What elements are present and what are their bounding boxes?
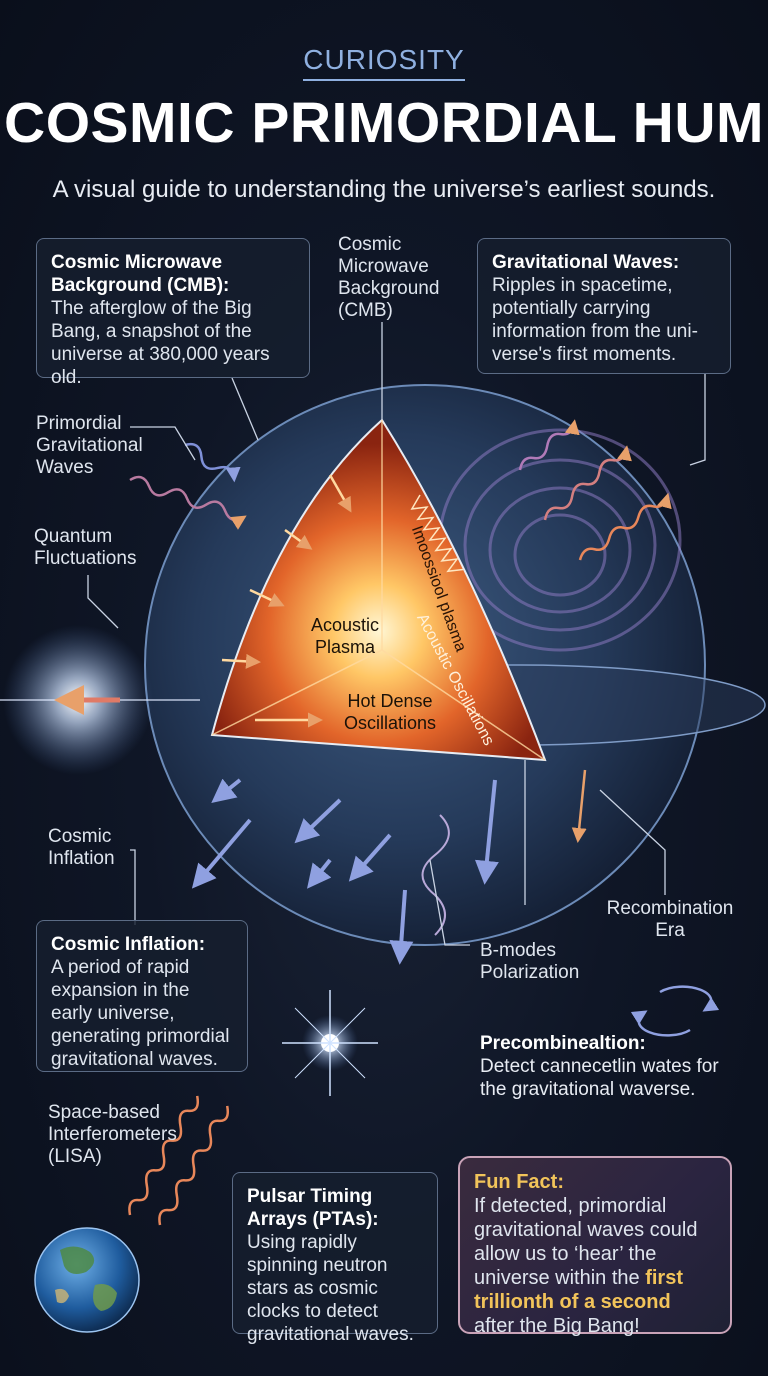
cmb-box: Cosmic Microwave Background (CMB): The a…: [36, 238, 310, 388]
pta-text: Using rapidly spinning neutron stars as …: [247, 1232, 414, 1345]
kicker-label: CURIOSITY: [0, 44, 768, 81]
grav-waves-text: Ripples in spacetime, potentially carryi…: [492, 275, 698, 365]
fun-fact-text-before: If detected, primordial gravitational wa…: [474, 1195, 698, 1289]
cutaway-core: [210, 418, 547, 762]
fun-fact-box: Fun Fact: If detected, primordial gravit…: [458, 1156, 732, 1337]
pta-heading: Pulsar Timing Arrays (PTAs):: [247, 1186, 379, 1230]
label-cmb: Cosmic Microwave Background (CMB): [338, 234, 440, 321]
earth-globe: [34, 1227, 140, 1333]
label-bmodes: B-modes Polarization: [480, 940, 580, 983]
cmb-text: The afterglow of the Big Bang, a snapsho…: [51, 298, 270, 388]
label-inflation: Cosmic Inflation: [48, 826, 115, 869]
grav-waves-heading: Gravitational Waves:: [492, 252, 680, 273]
fun-fact-highlight: first trillionth of a second: [474, 1267, 683, 1313]
grav-waves-box: Gravitational Waves: Ripples in spacetim…: [477, 238, 731, 374]
pulsar-star: [282, 990, 378, 1096]
fun-fact-text-after: after the Big Bang!: [474, 1315, 640, 1337]
label-lisa: Space-based Interferometers (LISA): [48, 1102, 177, 1167]
label-quantum: Quantum Fluctuations: [34, 526, 137, 569]
acoustic-wave: [410, 494, 464, 573]
label-primordial-gw: Primordial Gravitational Waves: [36, 413, 143, 478]
inflation-heading: Cosmic Inflation:: [51, 934, 206, 955]
inflation-text: A period of rapid expansion in the early…: [51, 957, 230, 1070]
precombination-heading: Precombinealtion:: [480, 1033, 646, 1054]
label-acoustic-plasma: Acoustic Plasma: [310, 615, 380, 657]
cycle-icon: [630, 985, 720, 1037]
precombination-block: Precombinealtion: Detect cannecetlin wat…: [480, 1032, 730, 1101]
page-subtitle: A visual guide to understanding the univ…: [52, 176, 716, 203]
cmb-heading: Cosmic Microwave Background (CMB):: [51, 252, 230, 296]
label-recombination: Recombination Era: [606, 898, 734, 941]
fun-fact-heading: Fun Fact:: [474, 1171, 564, 1193]
pta-box: Pulsar Timing Arrays (PTAs): Using rapid…: [232, 1172, 438, 1345]
page-title: COSMIC PRIMORDIAL HUM: [4, 91, 764, 155]
label-hot-dense: Hot Dense Oscillations: [343, 691, 437, 733]
inflation-box: Cosmic Inflation: A period of rapid expa…: [36, 920, 248, 1072]
precombination-text: Detect cannecetlin wates for the gravita…: [480, 1056, 719, 1100]
